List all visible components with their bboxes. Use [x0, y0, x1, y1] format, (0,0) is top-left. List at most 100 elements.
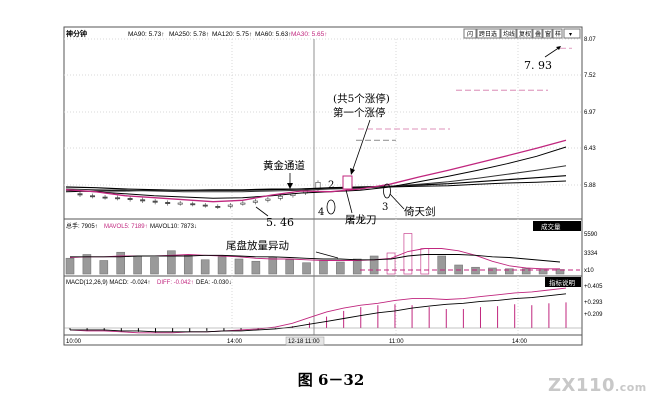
volume-tick-label: 5590 [584, 232, 598, 238]
date-marker-box [285, 336, 325, 346]
toolbar-button-5[interactable] [532, 28, 543, 39]
price-tick-label: 7.52 [584, 73, 596, 79]
tulongdao-label: 屠龙刀 [345, 213, 377, 226]
first-limit-up-label: 第一个涨停 [333, 106, 386, 119]
marker-circle-3 [383, 183, 391, 199]
toolbar-button-4[interactable] [516, 28, 533, 39]
candle-body [77, 193, 83, 196]
macd-value: MACD(12,26,9) MACD: -0.024↑ [66, 280, 150, 286]
candle-body [177, 202, 183, 205]
figure-caption: 图 6－32 [297, 371, 365, 389]
macd-line-dea [70, 293, 567, 333]
toolbar-dropdown-icon: ▾ [569, 32, 572, 38]
toolbar-label-4: 复权 [519, 30, 531, 38]
toolbar-button-3[interactable] [500, 28, 517, 39]
volume-bar [285, 259, 294, 275]
macd-tick-label: +0.209 [584, 312, 603, 318]
macd-dea: DEA: -0.030↓ [196, 280, 232, 286]
yitianjian-arrow [389, 193, 405, 210]
toolbar-label-3: 均线 [503, 30, 515, 38]
price-tick-label: 8.07 [584, 37, 596, 43]
watermark-suffix: .com [615, 381, 647, 394]
macd-tick-label: +0.293 [584, 300, 603, 306]
golden-channel-label: 黄金通道 [263, 159, 305, 172]
arrow-head [556, 46, 561, 50]
ma90-value: MA90: 5.73↑ [128, 31, 165, 38]
watermark-text: ZX110 [548, 375, 616, 396]
time-tick-label: 10:00 [66, 339, 82, 345]
price-tick-label: 6.43 [584, 146, 596, 152]
candle-body [215, 206, 221, 208]
toolbar-label-1: 闪 [467, 30, 473, 38]
volume-mavol5: MAVOL5: 7189↑ [104, 224, 148, 230]
toolbar-button-1[interactable] [463, 28, 477, 39]
low-price-arrow [255, 206, 269, 217]
arrow-head [350, 168, 355, 175]
marker-circle-4 [326, 199, 336, 215]
volume-bar [234, 258, 244, 275]
time-tick-label: 12-18 11:00 [288, 339, 320, 345]
candle-body [202, 204, 208, 207]
volume-bar [133, 255, 142, 275]
macd-indicator-label: 指标说明 [549, 278, 576, 287]
volume-bar [99, 260, 109, 275]
candle-body [152, 200, 158, 203]
moving-average-lines [65, 139, 567, 203]
volume-bar [386, 252, 396, 275]
ma30-value: MA30: 5.65↑ [291, 31, 328, 38]
chart-header: 神分钟 MA90: 5.73↑ MA250: 5.78↑ MA120: 5.75… [66, 29, 328, 38]
candle-body [115, 197, 121, 200]
marker-2-label: 2 [328, 180, 334, 191]
volume-bar [336, 261, 345, 275]
volume-axis: 5590 3334 x10 [584, 232, 598, 274]
first-limit-up-arrow [351, 119, 371, 173]
volume-total: 总手: 7905↑ [66, 222, 98, 230]
chart-frame [63, 26, 583, 346]
candle-body [127, 198, 133, 200]
toolbar-dropdown-button[interactable] [563, 28, 581, 39]
volume-bar [505, 268, 514, 275]
ma250-value: MA250: 5.78↑ [169, 31, 209, 38]
macd-indicator-button[interactable] [545, 277, 581, 287]
candle-body [240, 202, 246, 205]
volume-bar [369, 255, 379, 275]
toolbar-button-2[interactable] [476, 28, 501, 39]
yitianjian-label: 倚天剑 [404, 205, 436, 218]
toolbar-button-7[interactable] [552, 28, 563, 39]
volume-bar [437, 255, 447, 275]
watermark: ZX110.com [548, 375, 647, 396]
volume-bar [116, 251, 125, 275]
target-price-arrow [544, 46, 561, 58]
marker-4-label: 4 [318, 207, 324, 218]
candle-body [190, 203, 196, 206]
time-tick-label: 14:00 [512, 339, 528, 345]
tail-volume-arrow [315, 251, 339, 259]
macd-axis: +0.405 +0.293 +0.209 [584, 284, 603, 318]
ma60-value: MA60: 5.63↑ [255, 31, 292, 38]
volume-bar [521, 268, 531, 275]
volume-ma-line-mavol10 [70, 254, 561, 263]
stock-name: 神分钟 [66, 29, 87, 38]
macd-line-diff [69, 287, 567, 334]
price-tick-label: 5.88 [584, 183, 596, 189]
macd-tick-label: +0.405 [584, 284, 603, 290]
candle-body [140, 199, 146, 202]
volume-tick-label: 3334 [584, 251, 598, 257]
volume-indicator-label: 成交量 [541, 222, 561, 231]
ma120-value: MA120: 5.75↑ [212, 31, 252, 38]
volume-mavol10: MAVOL10: 7873↓ [150, 224, 197, 230]
toolbar-button-6[interactable] [542, 28, 553, 39]
ma-line-ma60 [65, 146, 567, 199]
volume-bar [65, 257, 75, 275]
volume-indicator-button[interactable] [533, 221, 581, 231]
ma-line-ma120 [65, 165, 567, 193]
volume-bar [538, 269, 548, 275]
tulongdao-arrow [345, 189, 353, 214]
arrow-head [287, 183, 293, 189]
volume-bar [200, 259, 210, 275]
chart-toolbar: 闪 跨日选 均线 复权 叠 窗 样 ▾ [463, 28, 581, 39]
price-axis: 8.07 7.52 6.97 6.43 5.88 [584, 37, 596, 189]
candle-body [277, 196, 283, 199]
candle-body [252, 200, 258, 203]
limit-up-levels [356, 47, 572, 141]
